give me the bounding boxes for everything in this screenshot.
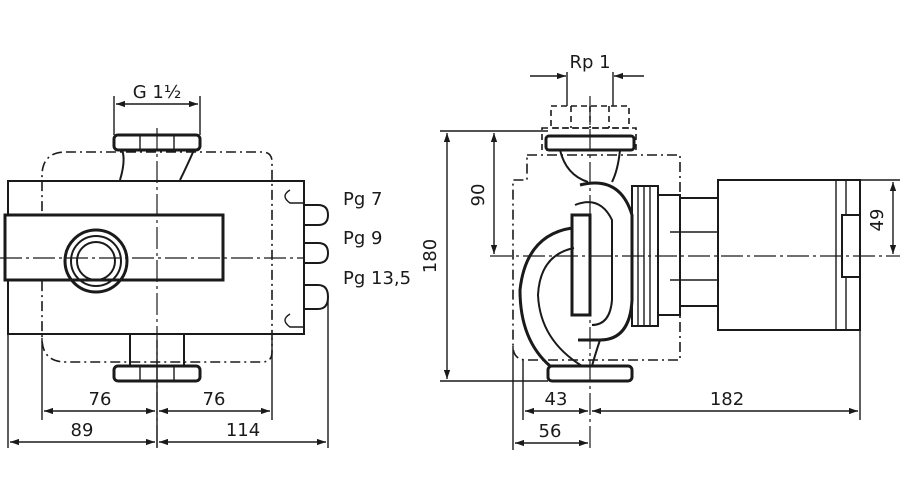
dim-76-left: 76 <box>89 389 112 410</box>
motor-neck <box>657 194 681 316</box>
side-top-nozzle <box>559 149 621 183</box>
housing-outline <box>41 151 273 363</box>
cable-label-pg7: Pg 7 <box>343 189 382 210</box>
volute-core <box>570 213 592 317</box>
motor-body <box>717 179 861 331</box>
shaft-hub-inner <box>76 241 116 281</box>
side-view: Rp 1 180 90 49 43 182 56 <box>420 52 900 450</box>
thread-label-right: Rp 1 <box>569 52 610 73</box>
cable-label-pg135: Pg 13,5 <box>343 268 411 289</box>
dim-114: 114 <box>226 420 260 441</box>
dim-56: 56 <box>539 421 562 442</box>
thread-label-left: G 1½ <box>133 82 182 103</box>
dim-90: 90 <box>468 184 489 207</box>
dim-180: 180 <box>420 239 441 273</box>
front-view: G 1½ 76 76 89 114 Pg 7 Pg 9 Pg 13,5 <box>0 82 411 448</box>
cable-label-pg9: Pg 9 <box>343 228 382 249</box>
shaft-hub-outer <box>63 228 129 294</box>
shaft-hub-mid <box>70 235 122 287</box>
volute-outline <box>512 154 681 361</box>
dim-89: 89 <box>71 420 94 441</box>
top-nozzle <box>119 149 195 181</box>
dim-43: 43 <box>545 389 568 410</box>
inlet-elbow <box>518 226 573 368</box>
dim-182: 182 <box>710 389 744 410</box>
motor-terminal-box <box>841 214 861 278</box>
cable-gland-pg9 <box>304 242 330 264</box>
cable-gland-pg7 <box>304 204 330 226</box>
terminal-block <box>3 213 225 282</box>
cable-gland-pg135 <box>304 284 330 310</box>
dim-49: 49 <box>867 209 888 232</box>
bottom-nozzle <box>129 334 185 366</box>
dim-76-right: 76 <box>203 389 226 410</box>
